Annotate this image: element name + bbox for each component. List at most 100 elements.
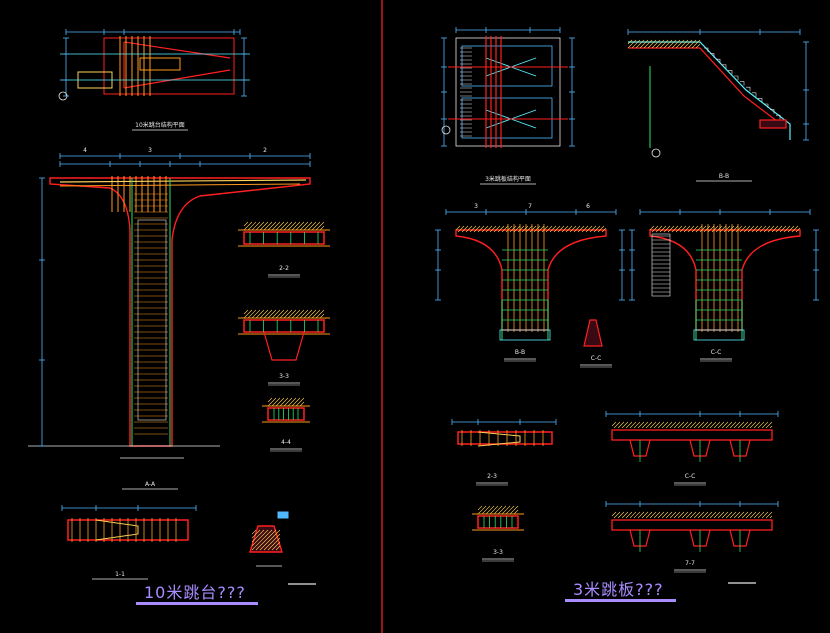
hatch-line [637, 421, 645, 429]
hatch-line [267, 221, 277, 231]
hatch-line [251, 529, 261, 539]
hatch-line [645, 511, 653, 519]
hatch-line [761, 511, 769, 519]
hatch-line [787, 225, 795, 233]
elevation-dim-left [39, 177, 45, 447]
hatch-line [581, 225, 589, 233]
stair-step [716, 58, 721, 64]
right-title-underline [565, 599, 676, 602]
hatch-line [617, 421, 625, 429]
hatch-line [685, 421, 693, 429]
hatch-line [255, 529, 277, 551]
hatch-line [477, 225, 485, 233]
left-elevation-view [28, 176, 311, 459]
hatch-line [757, 421, 765, 429]
hatch-line [469, 225, 477, 233]
hatch-line [299, 309, 309, 319]
hatch-line [655, 225, 663, 233]
hatch-line [701, 511, 709, 519]
stair-step [710, 53, 715, 58]
elevation-dim-second [59, 161, 311, 167]
dim-label: 4 [83, 147, 87, 154]
hatch-line [661, 511, 669, 519]
hatch-line [287, 309, 297, 319]
hatch-line [775, 225, 783, 233]
hatch-line [695, 225, 703, 233]
hatch-line [779, 225, 787, 233]
hatch-line [489, 225, 497, 233]
plan-dim-right [241, 37, 247, 97]
hatch-line [279, 309, 289, 319]
hatch-line [307, 221, 317, 231]
left-sheet-title: 10米跳台??? [144, 583, 246, 602]
left-plan-view [60, 36, 250, 96]
hatch-line [307, 309, 317, 319]
hatch-line [267, 309, 277, 319]
hatch-line [255, 221, 265, 231]
dim-label: 6 [586, 203, 590, 210]
section-1-1-dim [61, 505, 197, 511]
stair-step [728, 70, 733, 75]
section-hatch [243, 221, 325, 231]
hatch-line [569, 225, 577, 233]
section-1-1-view [67, 518, 189, 542]
hatch-line [663, 225, 671, 233]
hatch-line [319, 225, 325, 231]
long-section-slab [611, 429, 773, 441]
hatch-line [263, 221, 273, 231]
hatch-line [251, 309, 261, 319]
hatch-line [299, 401, 305, 407]
hatch-line [247, 221, 257, 231]
stair-step [704, 47, 709, 52]
stair-dim-top [627, 29, 801, 35]
section-base [693, 329, 745, 341]
long-section-hatch [611, 511, 773, 519]
hatch-line [565, 225, 573, 233]
section-3-3-pier [263, 331, 305, 361]
hatch-line [709, 421, 717, 429]
hatch-line [721, 421, 729, 429]
section-dim-right [619, 229, 625, 301]
stair-step [758, 98, 763, 103]
plan-outline [103, 37, 235, 95]
section-hatch [477, 505, 519, 515]
hatch-line [625, 421, 633, 429]
hatch-line [585, 225, 593, 233]
hatch-line [275, 397, 285, 407]
hatch-line [673, 511, 681, 519]
hatch-line [303, 221, 313, 231]
section-cc-view [649, 224, 801, 341]
plan-dim-left [441, 37, 447, 147]
stair-hatch [627, 39, 701, 49]
hatch-line [649, 225, 655, 231]
hatch-line [747, 225, 755, 233]
section-dim-top [639, 209, 811, 215]
hatch-line [271, 221, 281, 231]
hatch-line [761, 421, 769, 429]
hatch-line [617, 511, 625, 519]
hatch-line [485, 225, 493, 233]
hatch-line [749, 421, 757, 429]
hatch-line [783, 225, 791, 233]
section-dim-left [435, 229, 441, 301]
hatch-line [267, 397, 273, 403]
hatch-line [501, 505, 511, 515]
stair-step [776, 114, 781, 120]
hatch-line [685, 511, 693, 519]
hatch-line [671, 39, 681, 49]
hatch-line [509, 505, 519, 515]
stair-step [770, 109, 775, 114]
hatch-line [295, 221, 305, 231]
hatch-line [291, 309, 301, 319]
section-2-3-caption: 2-3 [487, 473, 497, 480]
hatch-line [275, 545, 281, 551]
hatch-line [735, 225, 743, 233]
hatch-line [765, 511, 773, 519]
hatch-line [707, 225, 715, 233]
section-7-7-view [611, 519, 773, 552]
hatch-line [243, 221, 253, 231]
hatch-line [689, 511, 697, 519]
plan-dim-top [455, 27, 561, 33]
hatch-line [725, 421, 733, 429]
